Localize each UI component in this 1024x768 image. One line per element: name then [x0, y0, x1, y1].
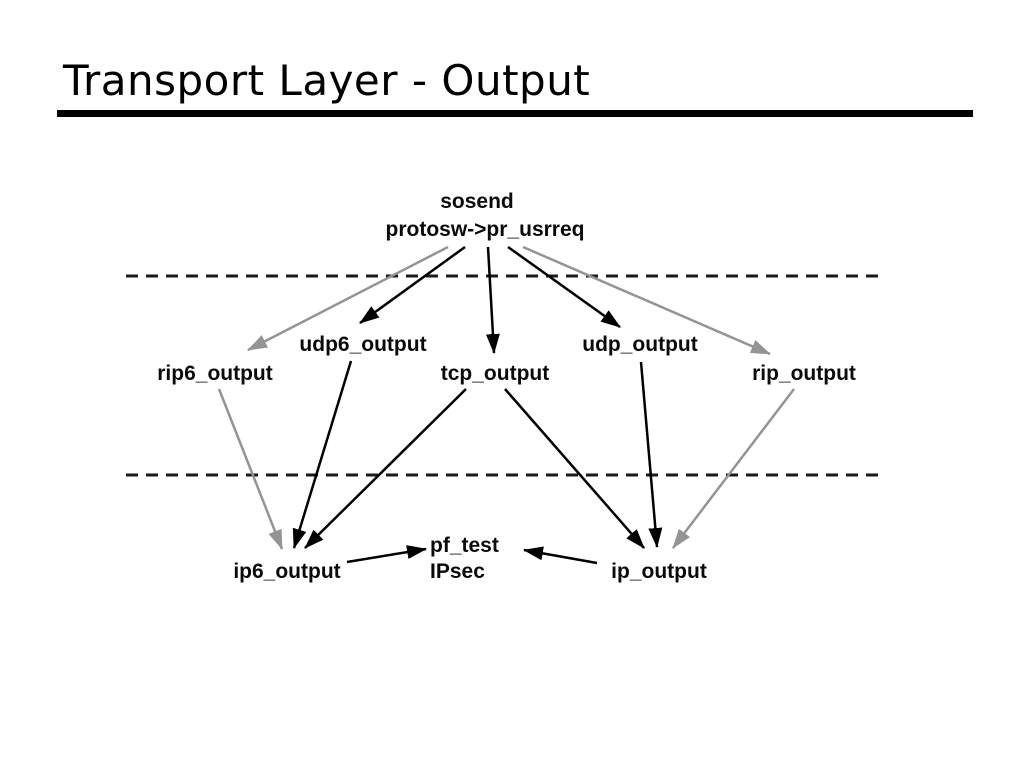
node-pf-test: pf_test [430, 534, 499, 557]
edge-sosend-to-udp6-output [359, 245, 466, 325]
node-rip-output: rip_output [752, 362, 856, 385]
edge-tcp-output-to-ip6-output [304, 388, 467, 549]
node-pr-usrreq: protosw->pr_usrreq [385, 218, 585, 241]
node-ip6-output: ip6_output [233, 560, 341, 583]
edge-sosend-to-tcp-output [485, 246, 500, 354]
edge-rip6-output-to-ip6-output [217, 388, 284, 550]
edge-ip6-output-to-pf-test [346, 545, 427, 564]
edge-sosend-to-rip-output [522, 245, 771, 356]
slide-title: Transport Layer - Output [63, 56, 591, 105]
edge-udp-output-to-ip-output [639, 361, 663, 548]
node-rip6-output: rip6_output [157, 362, 273, 385]
node-ip-output: ip_output [611, 560, 707, 583]
edge-ip-output-to-pf-test [523, 546, 598, 565]
node-udp-output: udp_output [582, 333, 698, 356]
node-ipsec: IPsec [430, 560, 485, 583]
edge-sosend-to-rip6-output [247, 245, 449, 352]
edge-rip-output-to-ip-output [672, 388, 795, 549]
title-underline [57, 110, 973, 117]
node-sosend: sosend [440, 190, 514, 213]
edge-udp6-output-to-ip6-output [292, 360, 353, 549]
node-udp6-output: udp6_output [299, 333, 427, 356]
edge-sosend-to-udp-output [507, 245, 621, 329]
node-tcp-output: tcp_output [440, 362, 550, 385]
edge-tcp-output-to-ip-output [504, 388, 645, 549]
